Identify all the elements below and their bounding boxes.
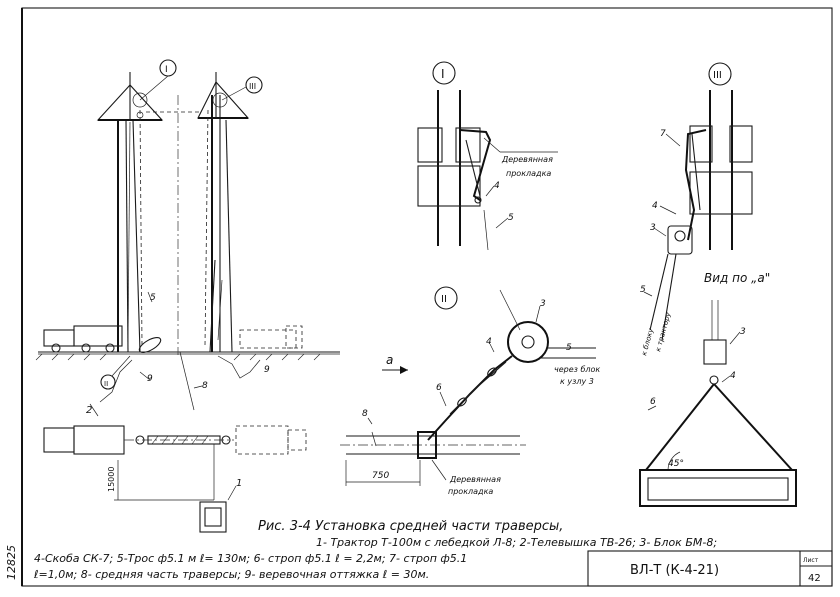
detail-II-label-6: 6 <box>436 383 442 393</box>
main-elevation-view: I III 5 <box>35 59 340 411</box>
detail-II-label-5: 5 <box>566 343 572 353</box>
callout-I-text: I <box>165 65 168 75</box>
detail-III-title: III <box>713 70 722 81</box>
dimension-750: 750 <box>372 471 389 481</box>
callout-II-marker-main <box>100 374 116 390</box>
detail-II-label-4: 4 <box>486 337 492 347</box>
callout-III-marker <box>245 76 263 94</box>
caption-title: Рис. 3-4 Установка средней части траверс… <box>258 519 563 534</box>
callout-II-text-main: II <box>104 380 108 388</box>
label-8-main: 8 <box>202 381 208 391</box>
title-block-sheet-label: Лист <box>803 557 819 564</box>
through-block-label-a: через блок <box>554 365 600 374</box>
tractor-right <box>239 325 303 349</box>
caption-line-3: ℓ=1,0м; 8- средняя часть траверсы; 9- ве… <box>33 568 429 581</box>
label-9-left: 9 <box>147 374 153 384</box>
caption-line-2: 4-Скоба СК-7; 5-Трос ф5.1 м ℓ= 130м; 6- … <box>34 552 467 565</box>
label-9-right: 9 <box>264 365 270 375</box>
through-block-label-b: к узлу 3 <box>560 377 594 386</box>
caption-line-1: 1- Трактор Т-100м с лебедкой Л-8; 2-Теле… <box>316 536 717 549</box>
detail-II-label-3: 3 <box>540 299 546 309</box>
view-a-arrow-label: а <box>386 353 393 367</box>
sheet-code: 12825 <box>5 545 18 580</box>
detail-II: II 3 5 через блок к узлу 3 4 6 а 8 <box>340 286 600 496</box>
view-a-label-6: 6 <box>650 397 656 407</box>
callout-III-text: III <box>249 82 256 91</box>
to-block-label: к блоку <box>640 327 655 357</box>
detail-III-label-7: 7 <box>660 129 666 139</box>
detail-II-label-8: 8 <box>362 409 368 419</box>
title-block-sheet-number: 42 <box>808 573 821 584</box>
angle-45: 45° <box>668 459 684 469</box>
dimension-15000: 15000 <box>107 467 116 492</box>
wood-pad-label-2b: прокладка <box>448 487 493 496</box>
label-5-main: 5 <box>150 293 156 303</box>
detail-III-label-4: 4 <box>652 201 658 211</box>
detail-III-label-5: 5 <box>640 285 646 295</box>
view-a-label-3: 3 <box>740 327 746 337</box>
detail-I-label-4: 4 <box>494 181 500 191</box>
plan-view: 2 15000 1 <box>43 403 307 533</box>
title-block-code: ВЛ-Т (К-4-21) <box>630 563 719 578</box>
view-label: Вид по „а" <box>704 271 770 285</box>
detail-I-title: I <box>441 67 445 81</box>
detail-III-label-3: 3 <box>650 223 656 233</box>
wood-pad-label-2a: Деревянная <box>449 475 501 484</box>
figure-caption: Рис. 3-4 Установка средней части траверс… <box>33 519 717 581</box>
wood-pad-label-1b: прокладка <box>506 169 551 178</box>
detail-II-title: II <box>441 294 447 305</box>
view-a-detail: 3 4 6 45° <box>639 300 797 507</box>
telescopic-truck-left <box>43 325 123 353</box>
callout-I-marker <box>159 59 177 77</box>
view-a-label-4: 4 <box>730 371 736 381</box>
detail-I: I Деревянная прокладка 4 5 <box>417 61 558 251</box>
detail-III: III 7 3 4 5 к блоку к трактору Вид по „а… <box>640 62 770 357</box>
to-tractor-label: к трактору <box>654 311 672 353</box>
wood-pad-label-1a: Деревянная <box>501 155 553 164</box>
label-2: 2 <box>86 405 92 416</box>
label-1: 1 <box>236 478 242 489</box>
detail-I-label-5: 5 <box>508 213 514 223</box>
title-block: ВЛ-Т (К-4-21) Лист 42 <box>587 550 833 587</box>
